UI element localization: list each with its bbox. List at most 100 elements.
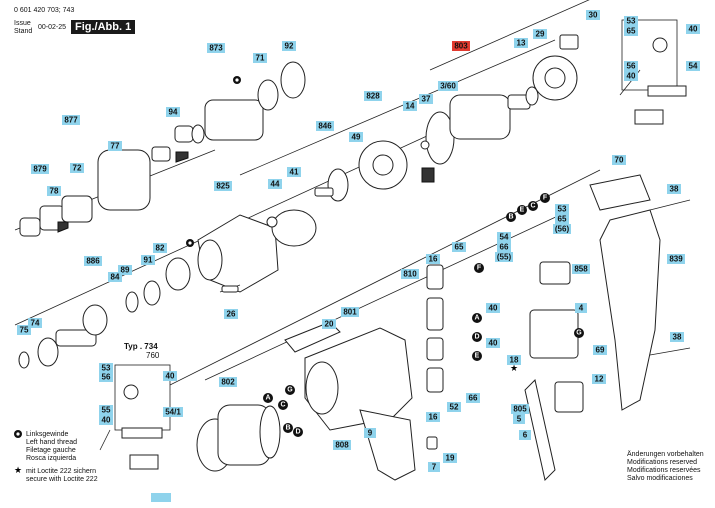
note-line: Modifications reserved [627,459,698,466]
callout-65-schem: 65 [624,26,638,36]
svg-text:49: 49 [352,133,361,142]
svg-text:18: 18 [510,356,519,365]
svg-text:53: 53 [558,205,567,214]
svg-text:A: A [474,315,479,322]
field-winding [196,404,281,472]
callout-74: 74 [28,318,42,328]
callout-40-schem: 40 [686,24,700,34]
guide-line [429,0,590,71]
callout-37: 37 [419,94,433,104]
connector-D-1: D [293,427,303,437]
svg-text:16: 16 [429,255,438,264]
callout-94: 94 [166,107,180,117]
note-line: Linksgewinde [26,431,69,438]
motor-housing [284,321,416,481]
stand-label: Stand [14,28,33,35]
loctite-note: mit Loctite 222 sichern secure with Loct… [26,468,98,484]
callout-14: 14 [403,101,417,111]
svg-text:5: 5 [517,415,522,424]
svg-text:14: 14 [406,102,415,111]
svg-text:54: 54 [689,62,698,71]
svg-text:G: G [287,387,293,394]
svg-text:808: 808 [335,441,349,450]
callout-54: 54 [497,232,511,242]
svg-text:6: 6 [523,431,528,440]
svg-text:846: 846 [318,122,332,131]
callout-886: 886 [84,256,102,266]
callout-65: 65 [452,242,466,252]
svg-text:7: 7 [432,463,437,472]
svg-text:52: 52 [450,403,459,412]
callout-71: 71 [253,53,267,63]
callout-6: 6 [519,430,531,440]
callout-803: 803 [452,41,470,51]
clutch-assembly [18,257,239,369]
svg-text:40: 40 [489,339,498,348]
svg-text:873: 873 [209,44,223,53]
callout-82: 82 [153,243,167,253]
svg-text:20: 20 [325,320,334,329]
svg-text:40: 40 [689,25,698,34]
callout-18: 18 [507,355,521,365]
callout-55-paren: (55) [495,252,513,262]
connector-E: E [472,351,482,361]
connector-G-1: G [285,385,295,395]
callout-858: 858 [572,264,590,274]
svg-text:69: 69 [596,346,605,355]
left-thread-icon-2 [233,76,241,84]
callout-84: 84 [108,272,122,282]
doc-number: 0 601 420 703; 743 [14,7,75,14]
callout-29: 29 [533,29,547,39]
svg-text:53: 53 [102,364,111,373]
svg-text:F: F [543,195,548,202]
callout-12: 12 [592,374,606,384]
connector-C-1: C [278,400,288,410]
svg-text:E: E [520,207,525,214]
callout-66: 66 [466,393,480,403]
callout-9: 9 [364,428,376,438]
wiring-schematic-top [619,19,687,125]
connector-C-2: C [528,201,538,211]
svg-text:29: 29 [536,30,545,39]
svg-text:44: 44 [271,180,280,189]
callout-69: 69 [593,345,607,355]
svg-text:858: 858 [574,265,588,274]
svg-text:19: 19 [446,454,455,463]
rights-note: Änderungen vorbehalten Modifications res… [627,451,704,483]
armature [420,94,531,183]
brush-plate [525,34,579,106]
callout-38-bottom: 38 [670,332,684,342]
callout-825: 825 [214,181,232,191]
svg-text:803: 803 [454,42,468,51]
callout-53-typ: 53 [99,363,113,373]
wiring-schematic-bottom [99,364,171,470]
svg-text:40: 40 [489,304,498,313]
svg-text:72: 72 [73,164,82,173]
callout-846: 846 [316,121,334,131]
callout-40-schem-b: 40 [624,71,638,81]
svg-text:(56): (56) [555,225,570,234]
connector-A-2: A [472,313,482,323]
callout-839: 839 [667,254,685,264]
note-line: mit Loctite 222 sichern [26,468,97,475]
callout-56-schem: 56 [624,61,638,71]
callout-877: 877 [62,115,80,125]
connector-B-1: B [283,423,293,433]
callout-56-paren: (56) [553,224,571,234]
svg-text:825: 825 [216,182,230,191]
svg-text:71: 71 [256,54,265,63]
svg-text:38: 38 [670,185,679,194]
svg-text:82: 82 [156,244,165,253]
note-line: secure with Loctite 222 [26,476,98,483]
svg-text:41: 41 [290,168,299,177]
svg-text:B: B [508,214,513,221]
callout-20: 20 [322,319,336,329]
connector-E-2: E [517,205,527,215]
svg-text:3/60: 3/60 [440,82,456,91]
svg-text:65: 65 [558,215,567,224]
callout-77: 77 [108,141,122,151]
callout-38-top: 38 [667,184,681,194]
callout-19: 19 [443,453,457,463]
issue-date: 00-02-25 [38,24,67,31]
typ-label-2: 760 [146,351,160,360]
